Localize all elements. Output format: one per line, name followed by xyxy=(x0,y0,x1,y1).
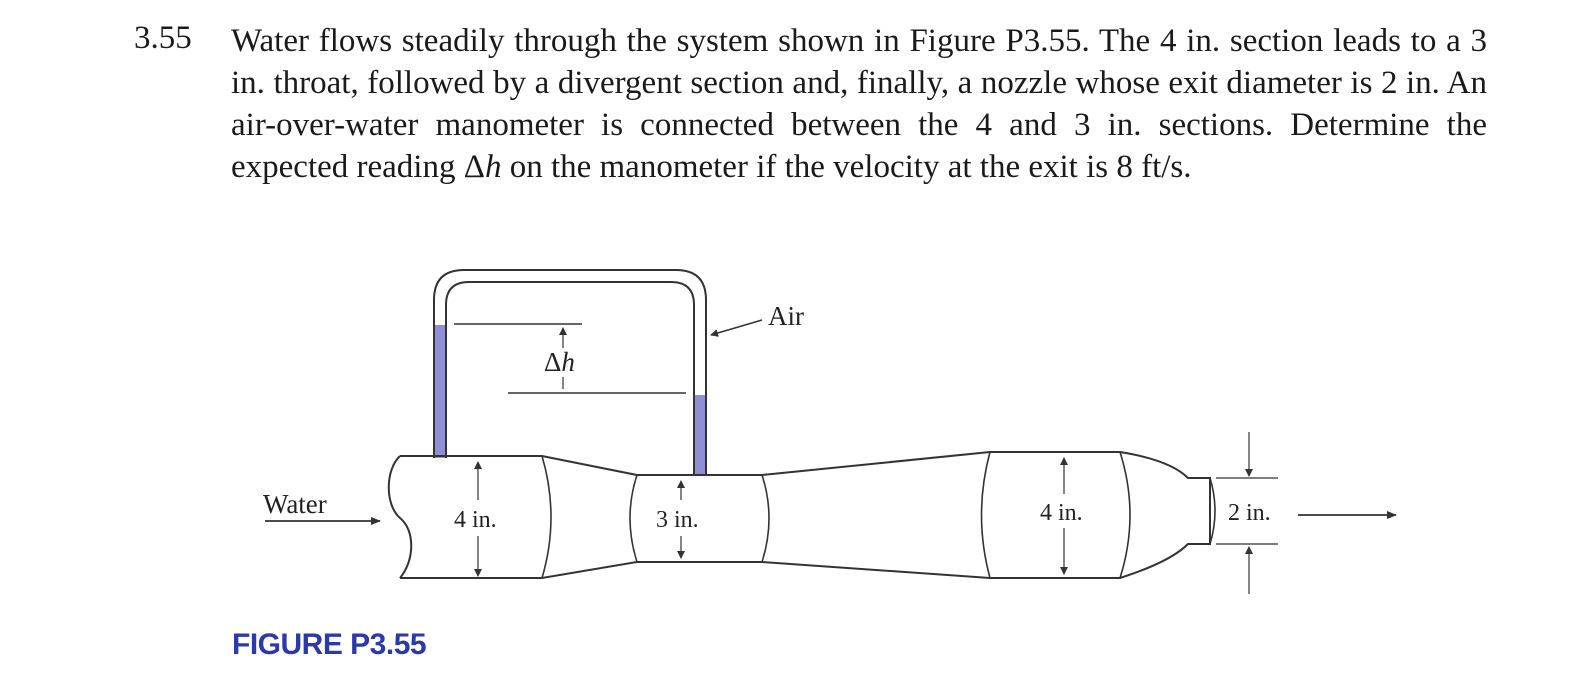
pipe-inlet-break xyxy=(387,455,413,579)
air-pointer-arrow xyxy=(710,319,763,337)
pipe-outline xyxy=(400,451,1211,579)
water-label: Water xyxy=(263,489,327,519)
problem-number: 3.55 xyxy=(134,20,192,56)
downstream-diameter-label: 4 in. xyxy=(1040,500,1083,526)
delta-h-label: Δh xyxy=(544,347,575,377)
manometer-fluid-right xyxy=(695,395,705,476)
problem-text-part1: Water flows steadily through the system … xyxy=(231,23,1487,185)
problem-statement: Water flows steadily through the system … xyxy=(231,20,1487,188)
air-label: Air xyxy=(768,301,804,331)
problem-text-part2: on the manometer if the velocity at the … xyxy=(501,149,1192,185)
section-lines xyxy=(541,451,1216,579)
figure-caption: FIGURE P3.55 xyxy=(232,628,427,661)
problem-text-variable: h xyxy=(484,149,502,185)
manometer-fluid-left xyxy=(435,325,445,458)
manometer-tube xyxy=(433,269,707,476)
inlet-diameter-label: 4 in. xyxy=(454,507,497,533)
throat-diameter-label: 3 in. xyxy=(656,507,699,533)
exit-diameter-label: 2 in. xyxy=(1228,500,1271,526)
